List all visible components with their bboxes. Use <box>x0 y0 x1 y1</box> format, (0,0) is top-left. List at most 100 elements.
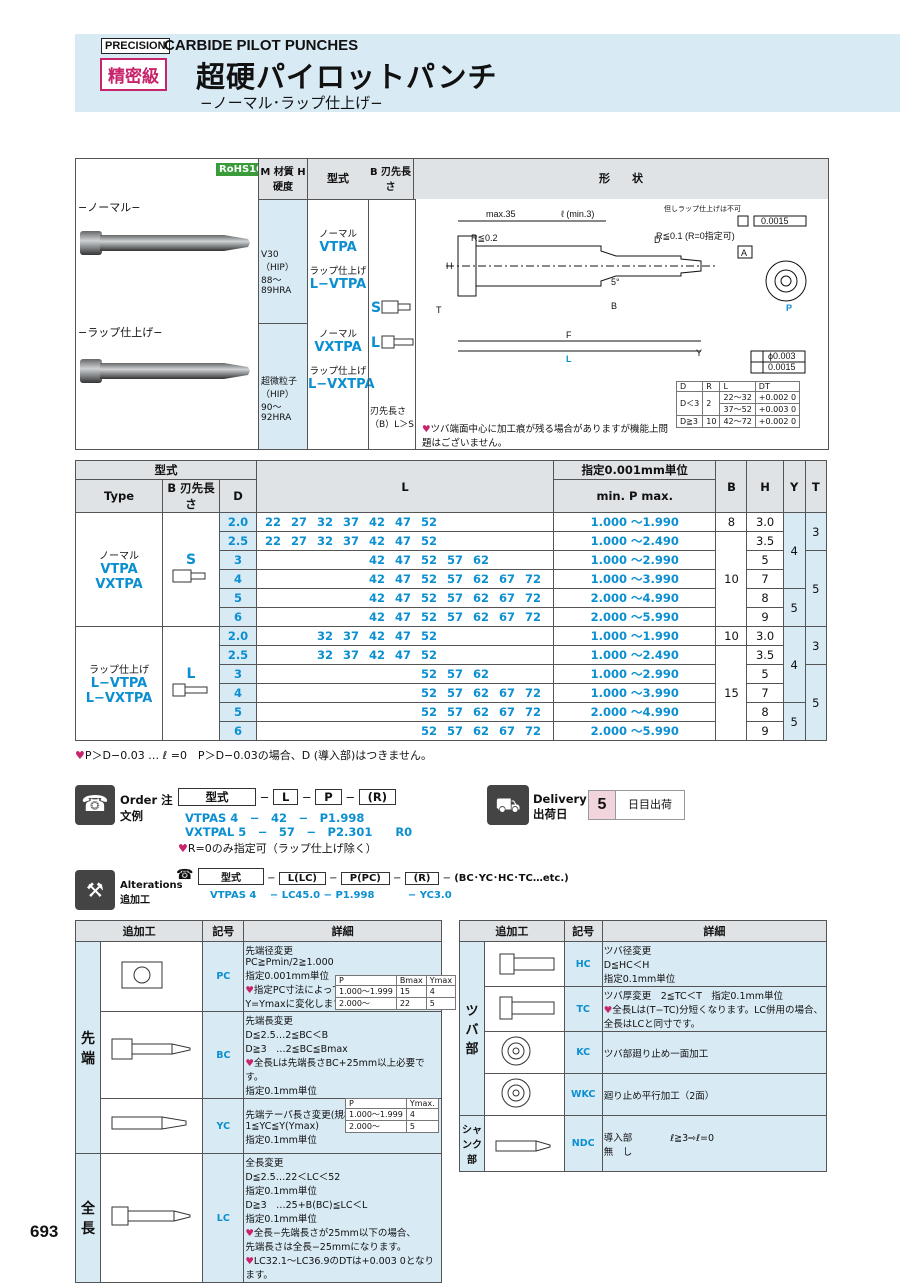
type-vxtpa: VXTPA <box>314 340 362 355</box>
th-type-en: Type <box>75 479 163 513</box>
mini-cell: 4 <box>405 1108 439 1121</box>
page-subtitle: −ノーマル･ラップ仕上げ− <box>200 94 383 112</box>
dr-h-d: D <box>675 381 704 392</box>
alt-group-length: 全長 <box>75 1153 101 1283</box>
dim-l: L <box>566 354 572 364</box>
dim-angle: 5° <box>611 277 620 287</box>
l-value: 52 <box>420 724 437 738</box>
y-cell: 4 <box>782 626 806 703</box>
h-cell: 3.5 <box>746 531 784 551</box>
type-lap: ラップ仕上げ <box>89 665 149 676</box>
note-icon: ♥ <box>422 424 431 435</box>
hc-diagram <box>484 941 565 987</box>
type-vtpa: VTPA <box>319 240 357 255</box>
y-cell: 5 <box>782 702 806 741</box>
order-ex2-type: VXTPAL 5 <box>185 825 247 839</box>
dr-h-dt: DT <box>754 381 801 392</box>
spec-table: 型式 L 指定0.001mm単位 B H Y T Type B 刃先長さ D m… <box>75 460 828 741</box>
p-range-cell: 1.000 〜1.990 <box>552 626 717 646</box>
bc-line-text: 全長Lは先端長さBC+25mm以上必要です。 <box>245 1058 425 1083</box>
d-cell: 3 <box>219 664 257 684</box>
dim-max35: max.35 <box>486 209 516 219</box>
type-vtpa: VTPA <box>100 562 138 577</box>
l-value: 57 <box>446 686 463 700</box>
l-value: 62 <box>472 610 489 624</box>
l-value: 42 <box>368 648 385 662</box>
shape-note: ♥ツバ端面中心に加工痕が残る場合がありますが機能上問題はございません。 <box>422 421 672 449</box>
th-l: L <box>256 460 554 513</box>
b-l: L <box>371 335 380 351</box>
pc-diagram <box>99 941 204 1012</box>
kc-diagram <box>484 1031 565 1074</box>
l-value: 72 <box>524 572 541 586</box>
p-range-cell: 1.000 〜3.990 <box>552 569 717 589</box>
header-band <box>75 34 900 112</box>
alter-phone-icon: ☎ <box>176 867 194 883</box>
alter-suffix: (BC･YC･HC･TC…etc.) <box>454 873 569 884</box>
note-icon: ♥ <box>178 842 188 855</box>
th-b2: B <box>715 460 748 513</box>
alter-h-p: P(PC) <box>340 872 390 885</box>
pc-line: ♥指定PC寸法によって、 <box>245 982 440 996</box>
l-value: 67 <box>498 705 515 719</box>
hc-line: ツバ径変更 <box>603 946 652 957</box>
yc-line: 指定0.1mm単位 <box>245 1134 317 1146</box>
dim-h: H <box>446 261 453 271</box>
l-value: 72 <box>524 724 541 738</box>
l-value: 57 <box>446 572 463 586</box>
alt-left-h1: 追加工 <box>74 920 204 942</box>
l-value: 52 <box>420 648 437 662</box>
h-cell: 8 <box>746 588 784 608</box>
type-lap-label-2: ラップ仕上げ <box>309 366 367 377</box>
type-normal-label-2: ノーマル <box>318 329 357 340</box>
tip-icon <box>172 569 206 583</box>
alt-left-h2: 記号 <box>202 920 245 942</box>
alter-h-type: 型式 <box>198 868 264 885</box>
th-unit: 指定0.001mm単位 <box>552 460 717 480</box>
l-value: 52 <box>420 705 437 719</box>
mini-cell: Bmax <box>395 975 427 986</box>
tc-line: ツバ厚変更 2≦TC＜T 指定0.1mm単位 <box>603 991 783 1002</box>
tip-length-code: L <box>186 666 196 682</box>
hc-line: 指定0.1mm単位 <box>603 974 676 985</box>
code-pc: PC <box>202 941 245 1012</box>
l-value: 52 <box>420 553 437 567</box>
shape-drawing: max.35 ℓ (min.3) R≦0.2 R≦0.1 (R=0指定可) 但し… <box>436 204 807 374</box>
d-cell: 6 <box>219 721 257 741</box>
dim-d: D <box>654 235 661 245</box>
l-value: 37 <box>342 629 359 643</box>
type-vxtpa: VXTPA <box>95 577 143 592</box>
dim-t: T <box>436 305 442 315</box>
b-cell: 8 <box>715 512 748 532</box>
pc-line: 先端径変更 <box>245 946 293 957</box>
t-cell: 3 <box>804 626 828 665</box>
l-value: 67 <box>498 572 515 586</box>
material-header: M 材質 H 硬度 <box>258 159 308 199</box>
bc-line: D≦2.5…2≦BC＜B <box>245 1030 329 1041</box>
th-b: B 刃先長さ <box>162 479 220 513</box>
l-value: 52 <box>420 572 437 586</box>
type-header: 型式 <box>308 159 369 199</box>
b-cell: 10 <box>715 531 748 627</box>
lc-line: 先端長さは全長−25mmになります。 <box>245 1242 407 1253</box>
tc-line: ♥全長Lは(T−TC)分短くなります。LC併用の場合、 <box>604 1002 825 1016</box>
d-cell: 3 <box>219 550 257 570</box>
b-cell: 10 <box>715 626 748 646</box>
p-range-cell: 1.000 〜2.990 <box>552 664 717 684</box>
note-icon: ♥ <box>603 1005 613 1016</box>
l-value: 72 <box>524 610 541 624</box>
th-t: T <box>804 460 828 513</box>
mini-cell: 2.000〜 <box>345 1120 407 1133</box>
l-value: 72 <box>524 705 541 719</box>
tip-length-cell: L <box>162 626 220 741</box>
dr-h-l: L <box>719 381 756 392</box>
d-cell: 4 <box>219 683 257 703</box>
order-ex2-l: 57 <box>278 825 295 839</box>
mini-cell: 1.000〜1.999 <box>345 1108 407 1121</box>
